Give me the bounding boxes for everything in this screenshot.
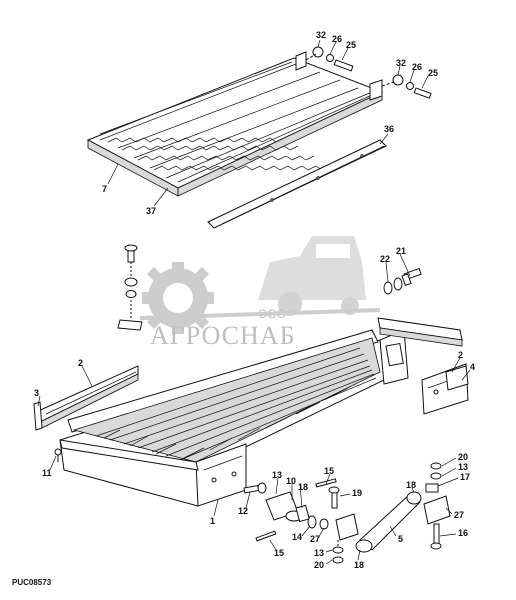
callout-27-right: 27 [454, 510, 464, 520]
callout-20-right: 20 [458, 452, 468, 462]
watermark-gear-icon [142, 262, 214, 334]
lower-sieve-slats [95, 347, 377, 461]
callout-13-left: 13 [272, 470, 282, 480]
upper-right-fasteners [381, 74, 432, 99]
callout-36: 36 [384, 124, 394, 134]
callout-27-left: 27 [310, 534, 320, 544]
linkage-hardware [243, 462, 451, 564]
upper-left-fasteners [305, 46, 354, 72]
callout-25-upper-right: 25 [428, 68, 438, 78]
callout-18-lower: 18 [354, 560, 364, 570]
upper-sieve-assembly [86, 51, 384, 197]
callout-21: 21 [396, 246, 406, 256]
callout-3: 3 [34, 388, 39, 398]
callout-2-right: 2 [458, 350, 463, 360]
callout-15-lower: 15 [274, 548, 284, 558]
watermark-combine-icon [258, 236, 366, 316]
callout-12: 12 [238, 506, 248, 516]
callout-17: 17 [460, 472, 470, 482]
sieve-slats [99, 61, 373, 179]
callout-11: 11 [42, 468, 52, 478]
fastener-11 [54, 448, 62, 462]
callout-13-lower: 13 [314, 548, 324, 558]
watermark-brand: АГРОСНАБ [150, 321, 296, 350]
callout-4: 4 [470, 362, 475, 372]
callout-26-upper-right: 26 [412, 62, 422, 72]
callout-22: 22 [380, 254, 390, 264]
callout-16: 16 [458, 528, 468, 538]
callout-20-lower: 20 [314, 560, 324, 570]
leader-lines [37, 39, 471, 565]
callout-37: 37 [146, 206, 156, 216]
callout-10: 10 [286, 476, 296, 486]
callout-5: 5 [398, 534, 403, 544]
drawing-code: PUC08573 [12, 578, 52, 587]
callout-25-upper-left: 25 [346, 40, 356, 50]
fasteners-vertical-stack [117, 244, 143, 331]
callout-26-upper-left: 26 [332, 34, 342, 44]
seal-strip [207, 139, 387, 229]
callout-13-right: 13 [458, 462, 468, 472]
lower-sieve-assembly [33, 329, 409, 507]
right-side-rails [377, 317, 469, 415]
callout-18-left: 18 [298, 482, 308, 492]
callout-14: 14 [292, 532, 302, 542]
watermark: ООО АГРОСНАБ [139, 236, 381, 350]
callout-labels: 32 26 25 32 26 25 36 7 37 22 21 2 3 2 4 … [34, 30, 475, 570]
callout-19: 19 [352, 488, 362, 498]
callout-7: 7 [102, 184, 107, 194]
callout-32-upper-right: 32 [396, 58, 406, 68]
callout-15-upper: 15 [324, 466, 334, 476]
callout-32-upper-left: 32 [316, 30, 326, 40]
callout-18-right: 18 [406, 480, 416, 490]
callout-1: 1 [210, 516, 215, 526]
fasteners-21-22 [383, 267, 422, 295]
callout-2-left: 2 [78, 358, 83, 368]
